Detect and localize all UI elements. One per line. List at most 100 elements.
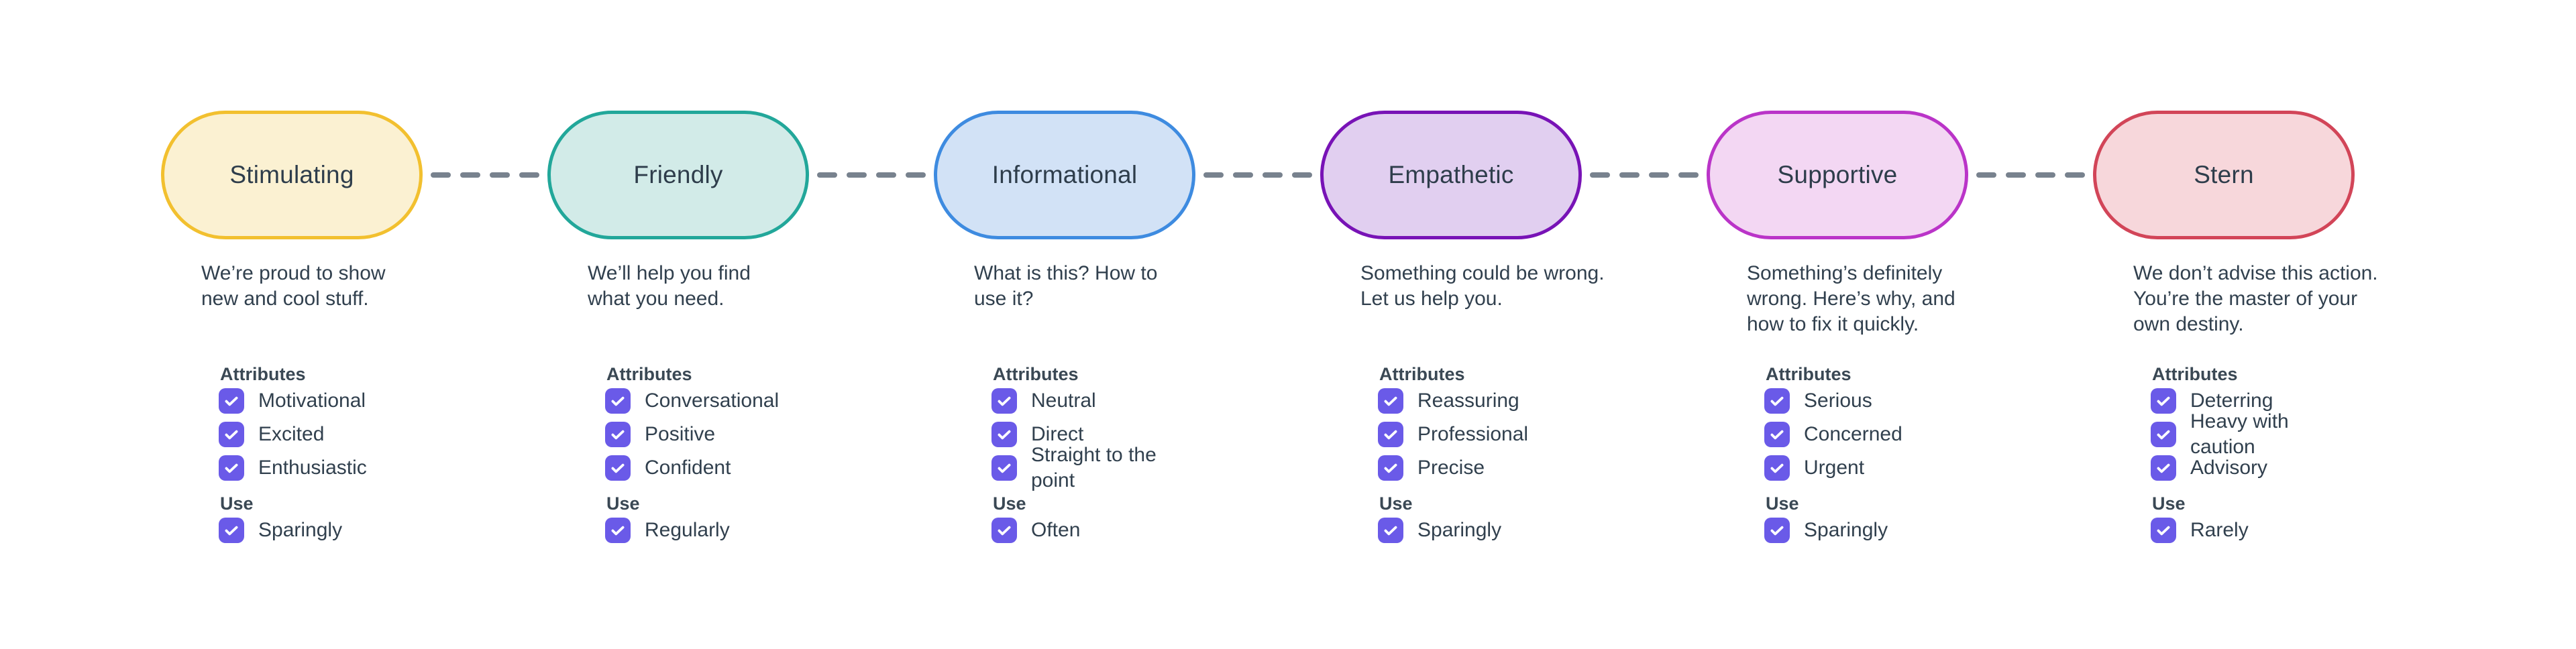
attribute-label: Conversational bbox=[645, 390, 780, 412]
checkbox-checked-icon[interactable] bbox=[1764, 388, 1790, 414]
checkbox-checked-icon[interactable] bbox=[1764, 422, 1790, 447]
checkbox-checked-icon[interactable] bbox=[1378, 422, 1403, 447]
use-row: Regularly bbox=[605, 518, 809, 543]
attributes-label: Attributes bbox=[1379, 364, 1465, 384]
checkbox-checked-icon[interactable] bbox=[1378, 388, 1403, 414]
check-icon bbox=[2157, 463, 2170, 473]
check-icon bbox=[1384, 396, 1397, 406]
attribute-label: Urgent bbox=[1804, 457, 1865, 479]
tone-description: Something’s definitely wrong. Here’s why… bbox=[1747, 262, 1955, 335]
check-icon bbox=[1770, 396, 1784, 406]
dash bbox=[431, 172, 451, 178]
use-row: Often bbox=[991, 518, 1195, 543]
check-icon bbox=[225, 396, 238, 406]
check-icon bbox=[998, 526, 1011, 536]
checkbox-checked-icon[interactable] bbox=[605, 388, 631, 414]
tone-pill: Informational bbox=[934, 111, 1195, 239]
check-icon bbox=[611, 430, 625, 440]
attribute-row: Conversational bbox=[605, 388, 809, 414]
checkbox-checked-icon[interactable] bbox=[991, 422, 1017, 447]
use-value-label: Sparingly bbox=[1804, 519, 1888, 541]
dash bbox=[906, 172, 926, 178]
checkbox-checked-icon[interactable] bbox=[219, 455, 244, 481]
tone-pill-label: Friendly bbox=[633, 161, 723, 188]
attribute-label: Precise bbox=[1417, 457, 1485, 479]
attribute-label: Enthusiastic bbox=[258, 457, 367, 479]
check-icon bbox=[2157, 396, 2170, 406]
check-icon bbox=[998, 463, 1011, 473]
checkbox-checked-icon[interactable] bbox=[605, 455, 631, 481]
attribute-row: Straight to the point bbox=[991, 444, 1195, 491]
dash bbox=[2006, 172, 2026, 178]
dash bbox=[1619, 172, 1640, 178]
attribute-label: Professional bbox=[1417, 423, 1529, 445]
checkbox-checked-icon[interactable] bbox=[2151, 422, 2176, 447]
attribute-row: Concerned bbox=[1764, 422, 1968, 447]
attributes-label: Attributes bbox=[606, 364, 692, 384]
use-value-label: Rarely bbox=[2190, 519, 2249, 541]
checkbox-checked-icon[interactable] bbox=[1378, 455, 1403, 481]
tone-description: We’re proud to show new and cool stuff. bbox=[201, 262, 386, 310]
attributes-label: Attributes bbox=[2152, 364, 2238, 384]
checkbox-checked-icon[interactable] bbox=[2151, 388, 2176, 414]
attribute-row: Enthusiastic bbox=[219, 455, 423, 481]
dash bbox=[1263, 172, 1283, 178]
tone-pill: Empathetic bbox=[1320, 111, 1582, 239]
attribute-label: Direct bbox=[1031, 423, 1084, 445]
connector-dashed-line bbox=[1590, 172, 1699, 178]
dash bbox=[1678, 172, 1699, 178]
checkbox-checked-icon[interactable] bbox=[219, 518, 244, 543]
dash bbox=[817, 172, 837, 178]
attribute-label: Heavy with caution bbox=[2190, 410, 2289, 458]
attribute-label: Advisory bbox=[2190, 457, 2268, 479]
checkbox-checked-icon[interactable] bbox=[1378, 518, 1403, 543]
tone-columns: Stimulating We’re proud to show new and … bbox=[161, 111, 2378, 551]
dash bbox=[1649, 172, 1669, 178]
checkbox-checked-icon[interactable] bbox=[2151, 455, 2176, 481]
tone-pill-label: Supportive bbox=[1777, 161, 1898, 188]
dash bbox=[1233, 172, 1253, 178]
attribute-row: Precise bbox=[1378, 455, 1582, 481]
checkbox-checked-icon[interactable] bbox=[1764, 455, 1790, 481]
attribute-row: Excited bbox=[219, 422, 423, 447]
use-label: Use bbox=[993, 493, 1026, 514]
checkbox-checked-icon[interactable] bbox=[991, 388, 1017, 414]
attribute-row: Motivational bbox=[219, 388, 423, 414]
attribute-label: Neutral bbox=[1031, 390, 1096, 412]
dash bbox=[1590, 172, 1610, 178]
attribute-label: Confident bbox=[645, 457, 731, 479]
check-icon bbox=[225, 430, 238, 440]
use-label: Use bbox=[1379, 493, 1413, 514]
tone-pill: Friendly bbox=[547, 111, 809, 239]
attribute-row: Serious bbox=[1764, 388, 1968, 414]
attribute-row: Neutral bbox=[991, 388, 1195, 414]
connector-dashed-line bbox=[817, 172, 926, 178]
attributes-label: Attributes bbox=[1766, 364, 1851, 384]
attribute-label: Concerned bbox=[1804, 423, 1902, 445]
attribute-label: Deterring bbox=[2190, 390, 2273, 412]
checkbox-checked-icon[interactable] bbox=[219, 422, 244, 447]
check-icon bbox=[1770, 463, 1784, 473]
tone-column-friendly: Friendly We’ll help you find what you ne… bbox=[547, 111, 809, 551]
checkbox-checked-icon[interactable] bbox=[605, 422, 631, 447]
dash bbox=[519, 172, 539, 178]
tone-description: We don’t advise this action. You’re the … bbox=[2133, 262, 2378, 335]
attribute-row: Deterring bbox=[2151, 388, 2355, 414]
tone-pill: Stern bbox=[2093, 111, 2355, 239]
connector-dashed-line bbox=[1976, 172, 2085, 178]
attribute-row: Positive bbox=[605, 422, 809, 447]
checkbox-checked-icon[interactable] bbox=[219, 388, 244, 414]
checkbox-checked-icon[interactable] bbox=[991, 455, 1017, 481]
tone-column-stimulating: Stimulating We’re proud to show new and … bbox=[161, 111, 423, 551]
checkbox-checked-icon[interactable] bbox=[1764, 518, 1790, 543]
attributes-label: Attributes bbox=[220, 364, 306, 384]
checkbox-checked-icon[interactable] bbox=[605, 518, 631, 543]
checkbox-checked-icon[interactable] bbox=[2151, 518, 2176, 543]
attribute-row: Professional bbox=[1378, 422, 1582, 447]
checkbox-checked-icon[interactable] bbox=[991, 518, 1017, 543]
tone-pill-label: Stern bbox=[2194, 161, 2254, 188]
tone-pill: Stimulating bbox=[161, 111, 423, 239]
check-icon bbox=[2157, 526, 2170, 536]
check-icon bbox=[1770, 430, 1784, 440]
check-icon bbox=[1384, 430, 1397, 440]
